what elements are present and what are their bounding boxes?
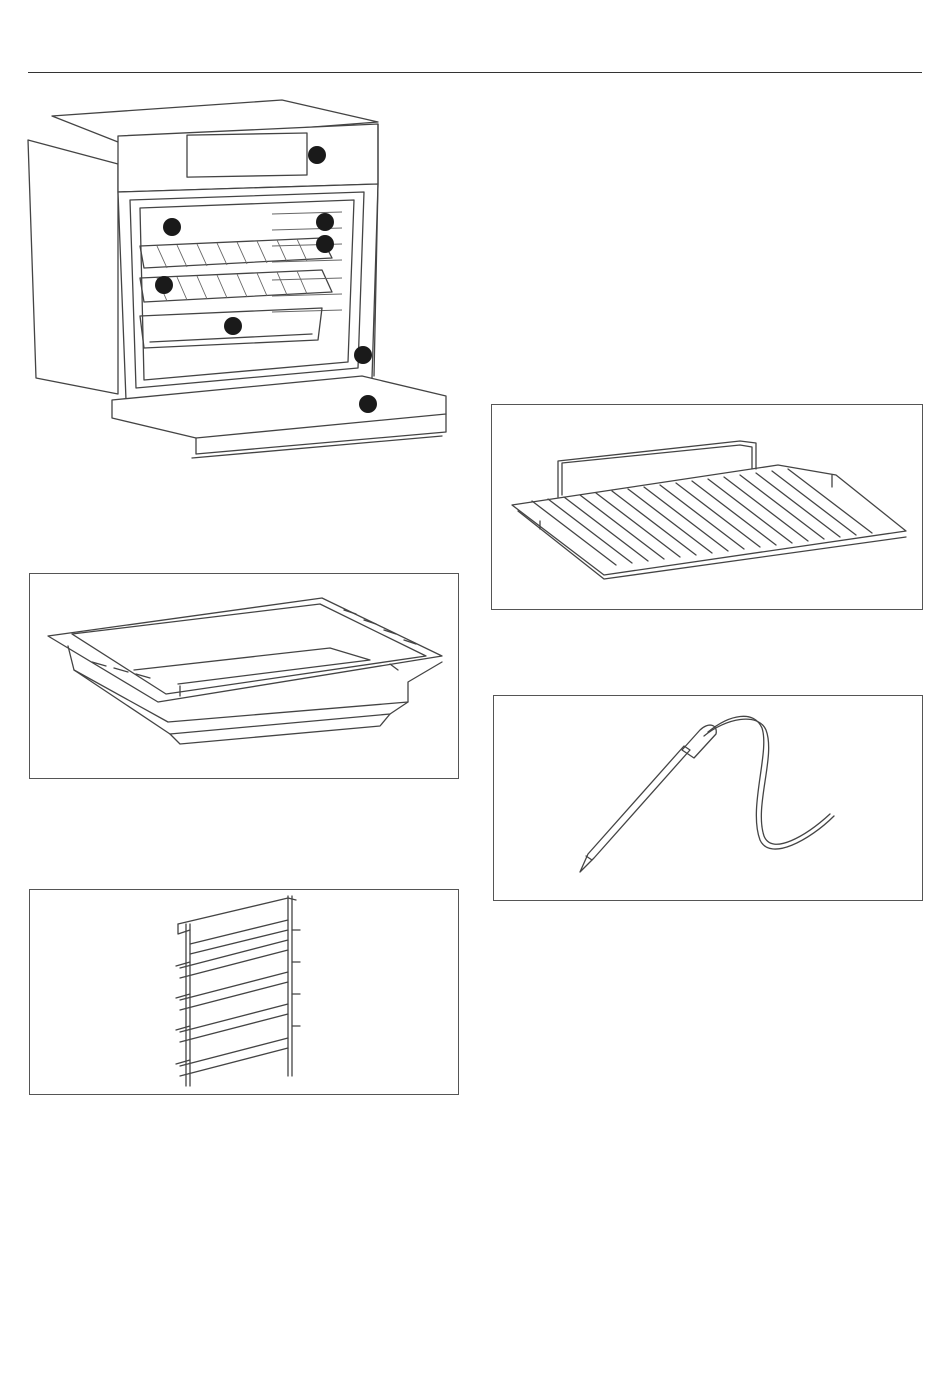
oven-illustration — [22, 96, 467, 466]
side-rack-panel — [29, 889, 459, 1095]
marker-shelf-positions — [316, 235, 334, 253]
marker-side-rack — [316, 213, 334, 231]
marker-door-seal — [354, 346, 372, 364]
wire-shelf-illustration — [492, 405, 922, 609]
marker-lamp — [163, 218, 181, 236]
baking-tray-illustration — [30, 574, 458, 778]
marker-baking-tray — [224, 317, 242, 335]
marker-wire-shelf — [155, 276, 173, 294]
wire-shelf-panel — [491, 404, 923, 610]
meat-probe-panel — [493, 695, 923, 901]
marker-control-panel — [308, 146, 326, 164]
side-rack-illustration — [30, 890, 458, 1094]
marker-door — [359, 395, 377, 413]
header-rule — [28, 72, 922, 73]
baking-tray-panel — [29, 573, 459, 779]
meat-probe-illustration — [494, 696, 922, 900]
